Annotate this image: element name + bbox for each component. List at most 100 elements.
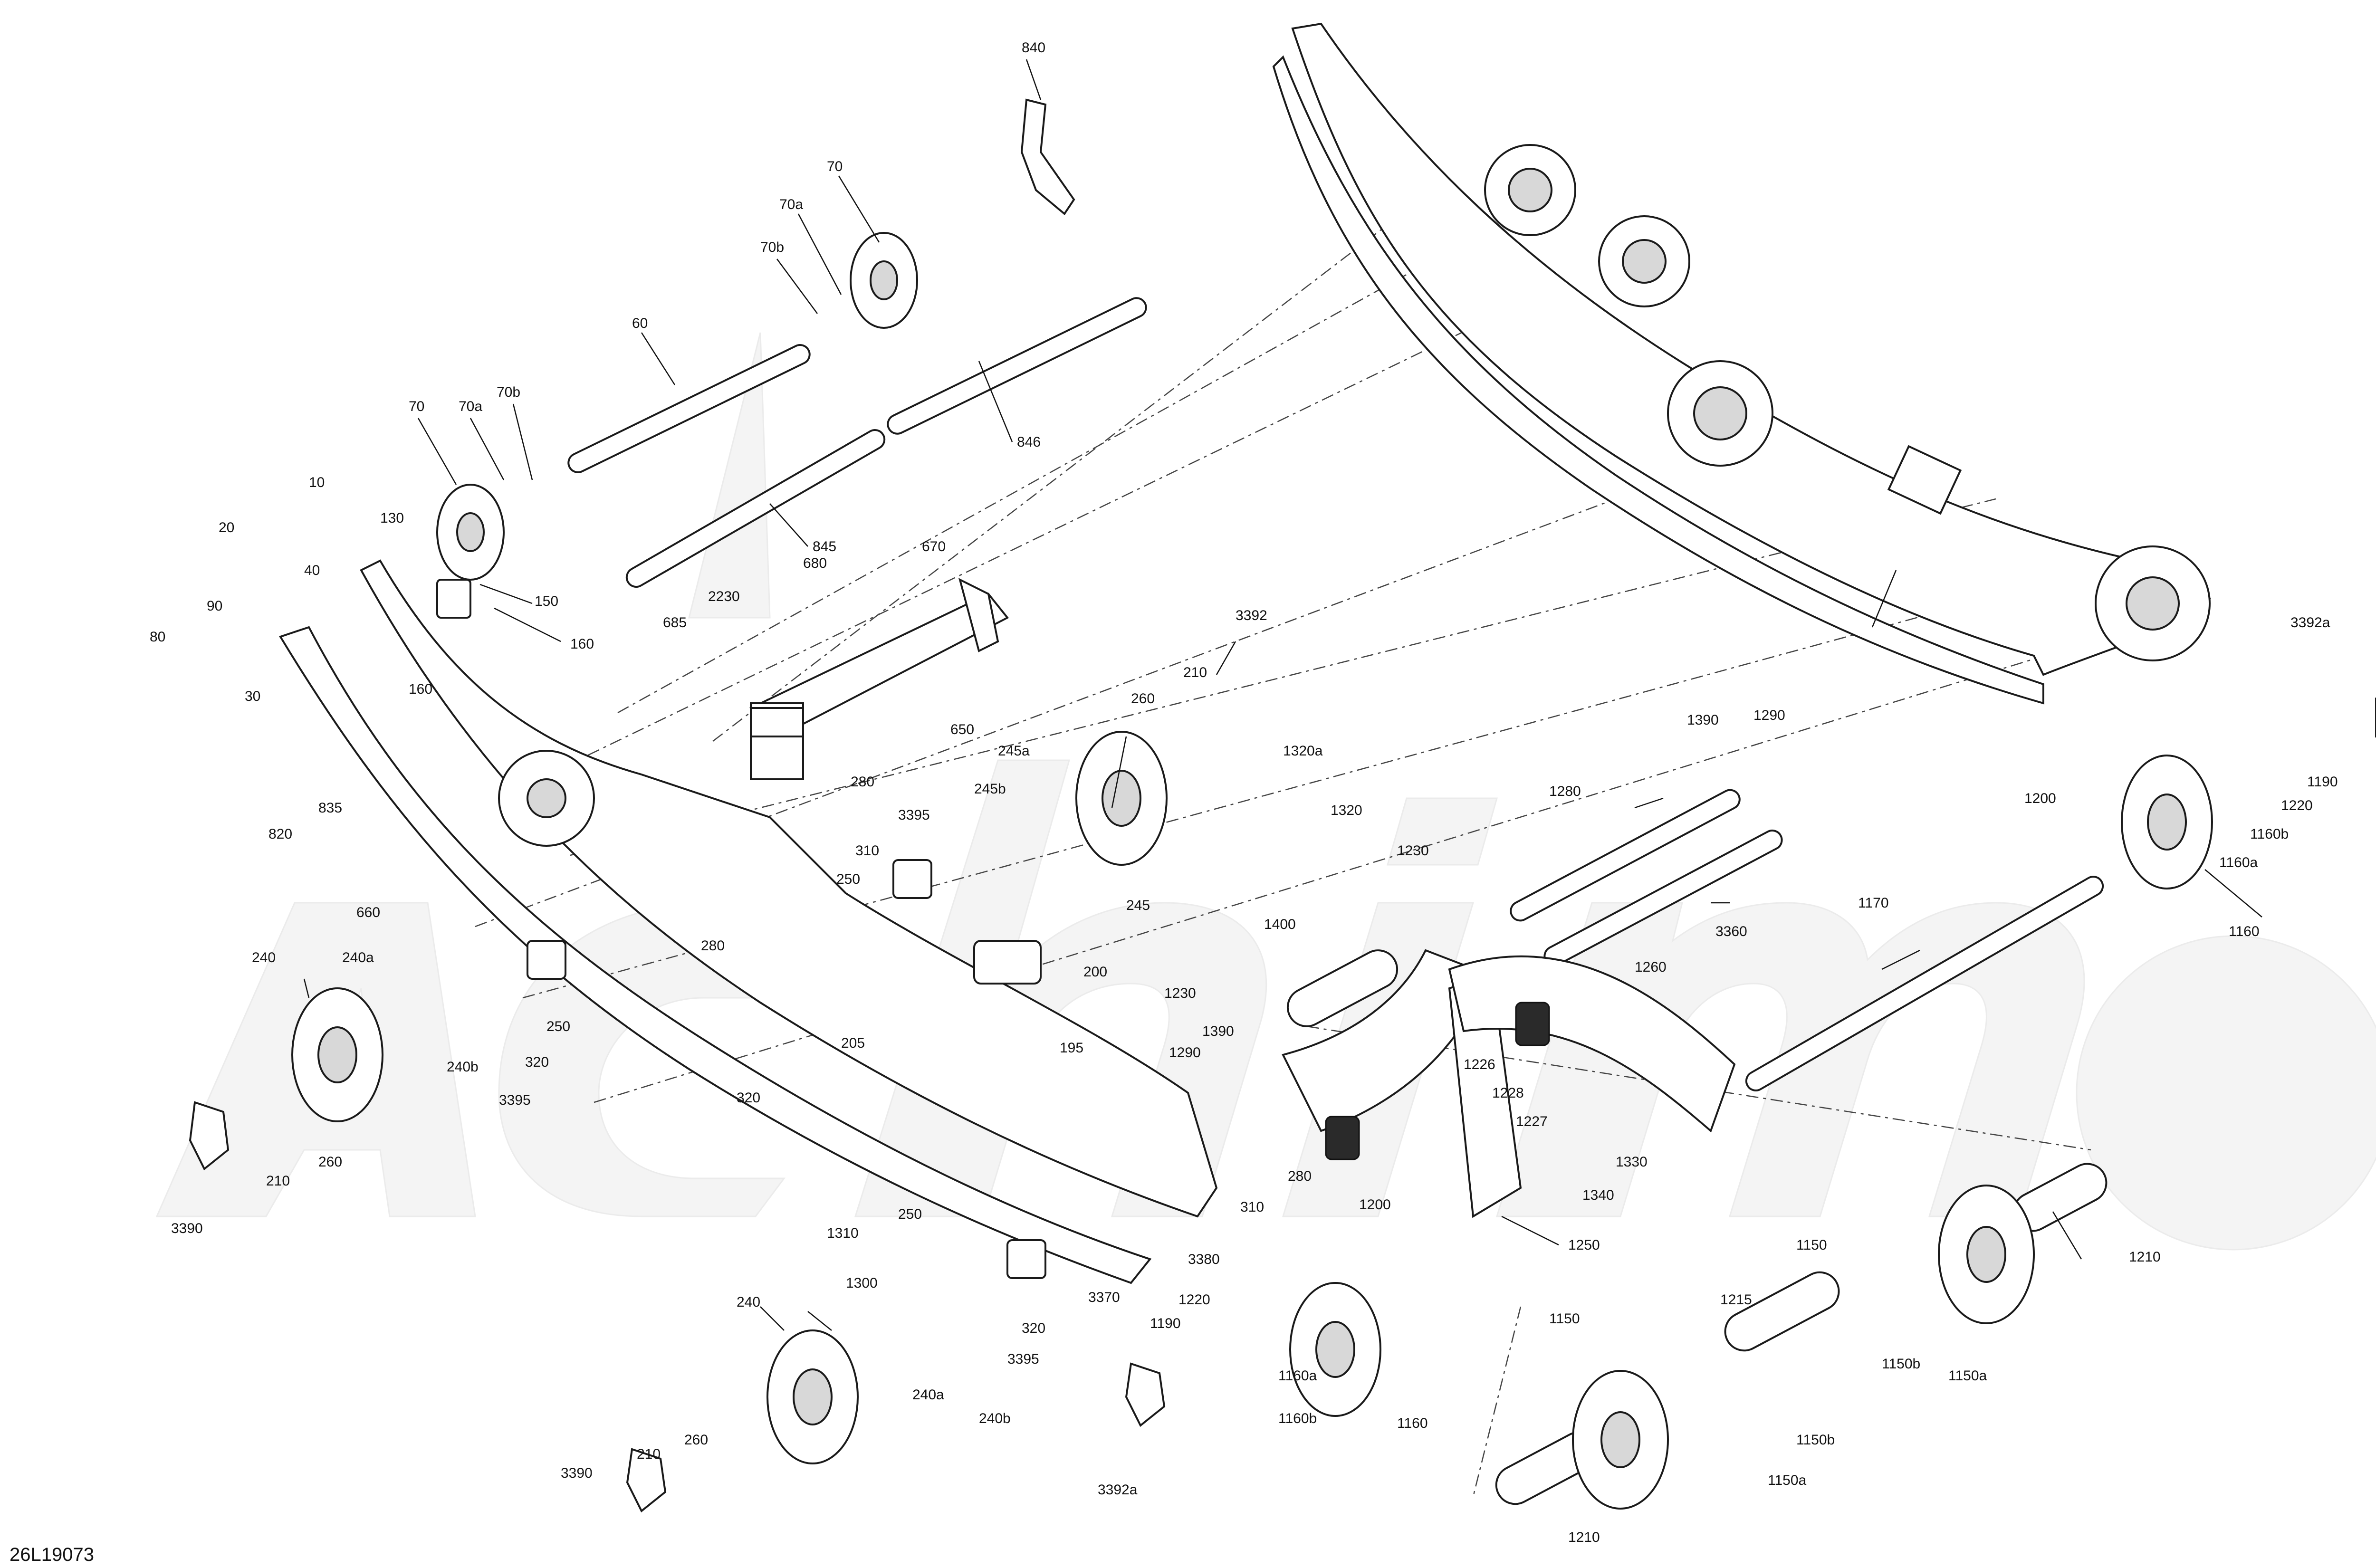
callout-label: 1160a (1278, 1368, 1317, 1384)
callout-label: 210 (1183, 665, 1207, 680)
callout-label: 70a (779, 197, 803, 212)
callout-label: 80 (150, 629, 165, 645)
callout-label: 3392a (2290, 615, 2330, 631)
callout-label: 240 (252, 950, 276, 966)
callout-label: 70 (409, 399, 424, 414)
rear-arm (1282, 949, 1736, 1218)
callout-label: 1230 (1164, 985, 1196, 1001)
callout-label: 200 (1083, 964, 1107, 980)
callout-label: 70b (760, 239, 784, 255)
callout-label: 20 (219, 520, 234, 535)
callout-label: 195 (1060, 1040, 1083, 1056)
callout-label: 1310 (827, 1225, 859, 1241)
callout-label: 1330 (1616, 1154, 1648, 1170)
callout-label: 680 (803, 555, 827, 571)
callout-label: 280 (851, 774, 874, 790)
callout-label: 240a (912, 1387, 944, 1403)
callout-label: 1150a (1768, 1472, 1807, 1488)
callout-label: 1160 (2229, 924, 2260, 939)
callout-label: 1390 (1687, 712, 1719, 728)
callout-label: 1190 (2307, 774, 2338, 790)
callout-label: 40 (304, 563, 320, 578)
callout-label: 280 (701, 938, 725, 954)
callout-label: 1226 (1464, 1057, 1495, 1072)
callout-label: 240b (979, 1411, 1011, 1426)
callout-label: 1390 (1202, 1023, 1234, 1039)
callout-label: 320 (1022, 1320, 1045, 1336)
callout-label: 3395 (1007, 1351, 1039, 1367)
callout-label: 205 (841, 1035, 865, 1051)
callout-label: 1290 (1169, 1045, 1201, 1061)
callout-label: 60 (632, 316, 648, 331)
callout-label: 1280 (1549, 784, 1581, 799)
callout-label: 150 (535, 593, 558, 609)
callout-label: 1220 (1178, 1292, 1210, 1308)
callout-label: 840 (1022, 40, 1045, 56)
callout-label: 1200 (1359, 1197, 1391, 1213)
callout-label: 240a (342, 950, 374, 966)
callout-label: 660 (356, 905, 380, 920)
callout-label: 90 (207, 598, 222, 614)
right-slide-rail (1272, 22, 2211, 705)
idler-wheels (291, 232, 2213, 1510)
callout-label: 670 (922, 539, 946, 555)
callout-label: 70a (459, 399, 482, 414)
callout-label: 260 (318, 1154, 342, 1170)
callout-label: 3370 (1088, 1290, 1120, 1305)
callout-label: 160 (409, 681, 432, 697)
callout-label: 1150b (1796, 1432, 1835, 1448)
callout-label: 1150 (1549, 1311, 1580, 1327)
callout-label: 320 (525, 1054, 549, 1070)
callout-label: 1200 (2024, 791, 2056, 806)
callout-label: 70 (827, 159, 843, 174)
callout-label: 3395 (499, 1092, 531, 1108)
callout-label: 210 (637, 1446, 661, 1462)
callout-label: 250 (546, 1019, 570, 1034)
callout-label: 260 (684, 1432, 708, 1448)
callout-label: 320 (737, 1090, 760, 1106)
callout-label: 846 (1017, 434, 1041, 450)
callout-label: 3395 (898, 807, 930, 823)
callout-label: 70b (497, 384, 520, 400)
callout-label: 250 (898, 1206, 922, 1222)
callout-label: 130 (380, 510, 404, 526)
callout-label: 250 (836, 871, 860, 887)
callout-label: 1150 (1796, 1237, 1827, 1253)
callout-label: 30 (245, 688, 260, 704)
callout-label: 1190 (1150, 1316, 1181, 1331)
callout-label: 3390 (171, 1221, 203, 1236)
callout-label: 1250 (1568, 1237, 1600, 1253)
callout-label: 3392a (1098, 1482, 1138, 1498)
callout-label: 1320a (1283, 743, 1323, 759)
left-slide-rail (278, 559, 1218, 1284)
callout-label: 1160a (2219, 855, 2258, 870)
callout-label: 685 (663, 615, 687, 631)
callout-label: 1230 (1397, 843, 1429, 859)
callout-label: 310 (855, 843, 879, 859)
callout-label: 160 (570, 636, 594, 652)
callout-label: 245b (974, 781, 1006, 797)
leader-lines (303, 59, 2262, 1331)
callout-label: 1290 (1753, 708, 1785, 723)
callout-labels: 840 70 70a 70b 60 846 845 70 70a 70b 10 … (10, 40, 2338, 1565)
callout-label: 1340 (1582, 1187, 1614, 1203)
callout-label: 3360 (1715, 924, 1747, 939)
front-arm (749, 578, 1009, 780)
callout-label: 1227 (1516, 1114, 1548, 1129)
callout-label: 1260 (1635, 959, 1667, 975)
callout-label: 3390 (561, 1465, 593, 1481)
callout-label: 1170 (1858, 895, 1889, 911)
diagram-code: 26L19073 (10, 1544, 94, 1565)
callout-label: 240b (447, 1059, 479, 1075)
callout-label: 245a (998, 743, 1030, 759)
callout-label: 245 (1126, 898, 1150, 913)
callout-label: 1210 (2129, 1249, 2161, 1265)
callout-label: 1320 (1331, 803, 1362, 818)
callout-label: 1160b (1278, 1411, 1317, 1426)
hardware (189, 98, 2376, 1513)
callout-label: 1160b (2250, 826, 2289, 842)
callout-label: 1215 (1720, 1292, 1752, 1308)
callout-label: 1150a (1948, 1368, 1987, 1384)
callout-label: 280 (1288, 1168, 1312, 1184)
